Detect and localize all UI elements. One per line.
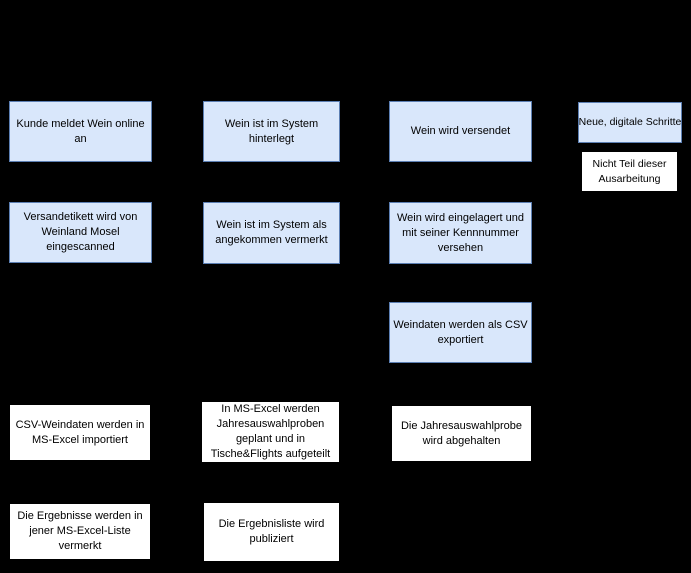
node-label: Die Jahresauswahlprobe wird abgehalten [400,419,523,447]
legend-item-not-in-scope: Nicht Teil dieser Ausarbeitung [581,151,678,192]
node-wein-im-system-hinterlegt: Wein ist im System hinterlegt [203,101,340,162]
legend-label: Neue, digitale Schritte [578,116,682,128]
node-label: Wein ist im System als angekommen vermer… [215,219,328,246]
node-label: Kunde meldet Wein online an [16,117,145,145]
node-wein-angekommen-vermerkt: Wein ist im System als angekommen vermer… [203,202,340,264]
node-excel-jahresauswahlproben-geplant: In MS-Excel werden Jahresauswahlproben g… [201,401,340,463]
legend-item-new-digital-steps: Neue, digitale Schritte [578,102,682,143]
node-ergebnisse-vermerkt: Die Ergebnisse werden in jener MS-Excel-… [9,503,151,560]
node-label: Wein wird eingelagert und mit seiner Ken… [397,211,524,254]
node-versandetikett-eingescanned: Versandetikett wird von Weinland Mosel e… [9,202,152,263]
node-label: Wein ist im System hinterlegt [224,117,319,145]
legend-label: Nicht Teil dieser Ausarbeitung [592,157,667,185]
node-label: Weindaten werden als CSV exportiert [393,318,528,346]
node-label: Versandetikett wird von Weinland Mosel e… [23,211,138,253]
node-csv-weindaten-importiert: CSV-Weindaten werden in MS-Excel importi… [9,404,151,461]
node-weindaten-csv-exportiert: Weindaten werden als CSV exportiert [389,302,532,363]
node-label: Die Ergebnisliste wird publiziert [218,518,325,545]
node-label: CSV-Weindaten werden in MS-Excel importi… [15,418,145,446]
node-ergebnisliste-publiziert: Die Ergebnisliste wird publiziert [203,502,340,562]
node-jahresauswahlprobe-abgehalten: Die Jahresauswahlprobe wird abgehalten [391,405,532,462]
node-label: In MS-Excel werden Jahresauswahlproben g… [210,403,331,460]
node-label: Die Ergebnisse werden in jener MS-Excel-… [17,510,143,552]
node-wein-eingelagert-kennnummer: Wein wird eingelagert und mit seiner Ken… [389,202,532,264]
node-wein-wird-versendet: Wein wird versendet [389,101,532,162]
node-kunde-meldet-wein-online-an: Kunde meldet Wein online an [9,101,152,162]
node-label: Wein wird versendet [410,125,511,137]
